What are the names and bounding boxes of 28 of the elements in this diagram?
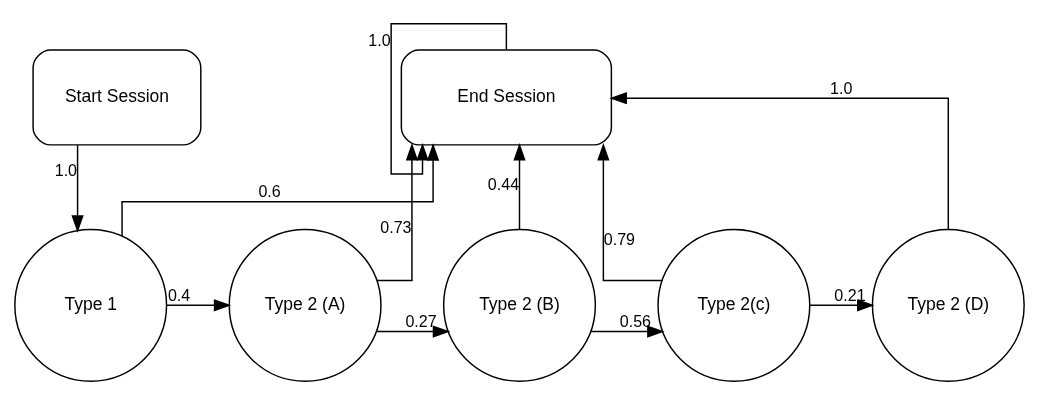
arrow <box>809 298 875 311</box>
edge-label: 1.0 <box>830 78 853 97</box>
edge-label: 0.21 <box>834 285 866 304</box>
node-box: End Session <box>400 48 613 146</box>
arrow <box>71 143 84 233</box>
arrow <box>376 142 419 281</box>
node-circle: Type 2 (B) <box>442 228 597 382</box>
edge-label: 0.44 <box>487 174 520 193</box>
edge-label: 0.56 <box>619 311 652 330</box>
arrow <box>513 142 526 230</box>
arrow <box>597 142 663 281</box>
arrow <box>166 298 232 311</box>
edge-label: 0.6 <box>258 181 281 200</box>
edge-label: 1.0 <box>368 30 391 49</box>
arrow <box>590 324 665 338</box>
node-circle: Type 2 (D) <box>871 228 1025 382</box>
node-circle: Type 1 <box>14 228 168 382</box>
arrow <box>121 142 440 237</box>
arrow <box>375 324 451 338</box>
edge-label: 0.73 <box>380 217 412 236</box>
node-circle: Type 2 (A) <box>228 228 382 382</box>
node-circle: Type 2(c) <box>657 228 811 382</box>
edge-label: 1.0 <box>54 160 78 179</box>
node-box: Start Session <box>32 48 202 146</box>
edge-label: 0.79 <box>603 229 636 248</box>
edge-label: 0.4 <box>167 285 191 304</box>
edge-label: 0.27 <box>405 311 437 330</box>
arrow <box>609 91 950 230</box>
